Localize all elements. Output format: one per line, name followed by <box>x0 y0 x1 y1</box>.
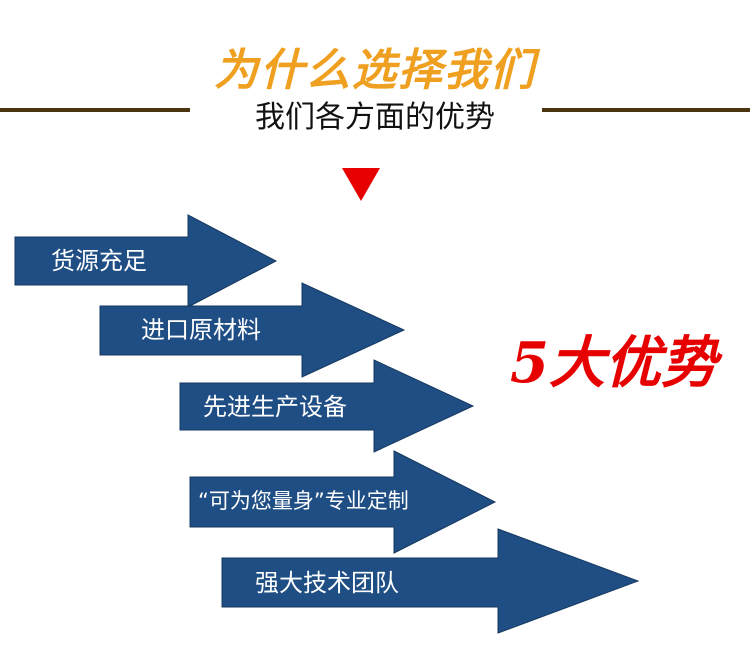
arrow-label-5: 强大技术团队 <box>255 569 399 597</box>
divider-right <box>542 108 750 112</box>
arrow-shape-5 <box>221 528 640 634</box>
arrow-label-1: 货源充足 <box>51 247 147 275</box>
down-triangle-icon <box>342 168 380 201</box>
arrow-shape-4 <box>189 450 497 554</box>
arrow-label-2: 进口原材料 <box>141 316 261 344</box>
page-subtitle: 我们各方面的优势 <box>255 100 495 135</box>
arrow-shape-3 <box>179 359 475 453</box>
arrow-label-4: “可为您量身”专业定制 <box>198 489 409 513</box>
page-title: 为什么选择我们 <box>214 45 536 96</box>
arrow-label-3: 先进生产设备 <box>203 393 347 421</box>
arrow-shape-1 <box>14 214 278 308</box>
five-advantages-text: 5大优势 <box>510 330 717 396</box>
arrow-shape-2 <box>99 282 406 378</box>
divider-left <box>0 108 190 112</box>
